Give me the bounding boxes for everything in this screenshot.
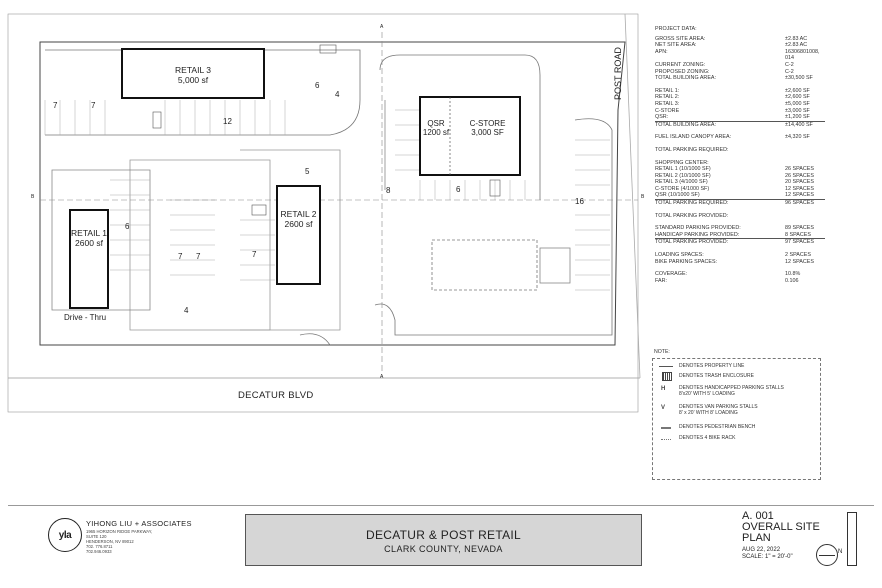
qsr-label: QSR 1200 sf xyxy=(421,119,451,137)
data-row: RETAIL 1:±2,600 SF xyxy=(655,87,810,94)
legend-van: DENOTES VAN PARKING STALLS 8' x 20' WITH… xyxy=(679,404,758,416)
trash-enclosure-icon xyxy=(662,372,672,381)
data-row: TOTAL BUILDING AREA:±30,500 SF xyxy=(655,75,813,82)
provided-heading: TOTAL PARKING PROVIDED: xyxy=(655,212,729,219)
retail-1-name: RETAIL 1 xyxy=(71,228,107,238)
retail-2-label: RETAIL 2 2600 sf xyxy=(277,209,320,229)
stall-count: 7 xyxy=(178,252,183,261)
decatur-blvd-label: DECATUR BLVD xyxy=(238,390,314,401)
data-row: RETAIL 1 (10/1000 SF)26 SPACES xyxy=(655,166,814,173)
retail-2-name: RETAIL 2 xyxy=(280,209,317,219)
north-arrow-icon xyxy=(816,544,838,566)
cstore-area: 3,000 SF xyxy=(471,128,504,137)
shopping-center-heading: SHOPPING CENTER: xyxy=(655,159,709,166)
data-row: TOTAL PARKING REQUIRED:96 SPACES xyxy=(655,200,814,207)
data-row: RETAIL 2:±2,600 SF xyxy=(655,94,810,101)
data-row: RETAIL 3 (4/1000 SF)20 SPACES xyxy=(655,179,814,186)
data-row: FAR:0.106 xyxy=(655,277,799,284)
legend-property-line: DENOTES PROPERTY LINE xyxy=(679,363,745,369)
property-line-icon xyxy=(659,366,673,367)
data-row: TOTAL PARKING PROVIDED:97 SPACES xyxy=(655,239,814,246)
data-row: C-STORE±3,000 SF xyxy=(655,107,810,114)
title-block-rule xyxy=(8,505,874,506)
required-heading: TOTAL PARKING REQUIRED: xyxy=(655,146,729,153)
sheet-edge-tab xyxy=(847,512,857,566)
retail-3-name: RETAIL 3 xyxy=(175,65,211,75)
legend-trash-enclosure: DENOTES TRASH ENCLOSURE xyxy=(679,373,754,379)
data-row: GROSS SITE AREA:±2.83 AC xyxy=(655,35,808,42)
section-mark-a-top: A xyxy=(380,24,384,30)
sheet-title-line-1: OVERALL SITE xyxy=(742,521,820,533)
data-row: LOADING SPACES:2 SPACES xyxy=(655,252,811,259)
data-row: HANDICAP PARKING PROVIDED:8 SPACES xyxy=(655,232,825,240)
legend-bike-rack: DENOTES 4 BIKE RACK xyxy=(679,435,736,441)
data-row: COVERAGE:10.8% xyxy=(655,271,801,278)
cstore-label: C-STORE 3,000 SF xyxy=(455,119,520,137)
stall-count: 6 xyxy=(315,81,320,90)
qsr-area: 1200 sf xyxy=(422,128,450,137)
sheet-info: A. 001 OVERALL SITE PLAN AUG 22, 2022 SC… xyxy=(742,511,820,561)
sheet-number: A. 001 xyxy=(742,510,774,522)
data-row: RETAIL 2 (10/1000 SF)26 SPACES xyxy=(655,172,814,179)
stall-count: 8 xyxy=(386,186,391,195)
cstore-name: C-STORE xyxy=(469,119,506,128)
stall-count: 16 xyxy=(575,197,584,206)
data-row: QSR (10/1000 SF)12 SPACES xyxy=(655,192,825,201)
project-data-heading: PROJECT DATA: xyxy=(655,26,697,32)
data-row: TOTAL BUILDING AREA:±14,400 SF xyxy=(655,121,813,128)
handicap-stall-icon: H xyxy=(661,386,666,392)
firm-logo-text: yla xyxy=(58,529,72,541)
post-road-label: POST ROAD xyxy=(613,47,623,100)
project-title: DECATUR & POST RETAIL xyxy=(366,528,521,542)
data-row: FUEL ISLAND CANOPY AREA:±4,320 SF xyxy=(655,134,810,141)
north-label: N xyxy=(838,549,843,555)
retail-3-label: RETAIL 3 5,000 sf xyxy=(122,65,264,85)
data-row: APN:16306801008, 014 xyxy=(655,48,820,62)
stall-count: 7 xyxy=(53,101,58,110)
firm-logo: yla xyxy=(48,518,82,552)
firm-address: 1965 HORIZON RIDGE PARKWAY, SUITE 120 HE… xyxy=(86,529,153,554)
data-row: PROPOSED ZONING:C-2 xyxy=(655,68,794,75)
project-location: CLARK COUNTY, NEVADA xyxy=(384,544,503,554)
stall-count: 12 xyxy=(223,117,232,126)
drive-thru-label: Drive - Thru xyxy=(64,313,107,322)
stall-count: 6 xyxy=(456,185,461,194)
data-row: C-STORE (4/1000 SF)12 SPACES xyxy=(655,185,814,192)
sheet-scale: SCALE: 1" = 20'-0" xyxy=(742,554,793,560)
section-mark-a-bottom: A xyxy=(380,374,384,380)
data-row: STANDARD PARKING PROVIDED:89 SPACES xyxy=(655,225,814,232)
stall-count: 6 xyxy=(125,222,130,231)
retail-3-area: 5,000 sf xyxy=(177,74,209,85)
sheet-date: AUG 22, 2022 xyxy=(742,547,781,553)
project-title-bar: DECATUR & POST RETAIL CLARK COUNTY, NEVA… xyxy=(245,514,642,566)
stall-count: 7 xyxy=(91,101,96,110)
legend-box: DENOTES PROPERTY LINE DENOTES TRASH ENCL… xyxy=(652,358,821,480)
notes-heading: NOTE: xyxy=(654,349,670,355)
data-row: QSR:±1,200 SF xyxy=(655,114,825,122)
legend-handicap: DENOTES HANDICAPPED PARKING STALLS 8'x20… xyxy=(679,385,784,397)
firm-name: YIHONG LIU + ASSOCIATES xyxy=(86,519,192,528)
data-row: BIKE PARKING SPACES:12 SPACES xyxy=(655,258,814,265)
stall-count: 7 xyxy=(252,250,257,259)
retail-2-area: 2600 sf xyxy=(284,218,313,229)
stall-count: 4 xyxy=(184,306,189,315)
legend-bench: DENOTES PEDESTRIAN BENCH xyxy=(679,424,756,430)
data-row: NET SITE AREA:±2.83 AC xyxy=(655,42,808,49)
sheet-title-line-2: PLAN xyxy=(742,532,771,544)
qsr-name: QSR xyxy=(427,119,445,128)
project-data-block: PROJECT DATA: GROSS SITE AREA:±2.83 AC N… xyxy=(655,26,825,284)
data-row: CURRENT ZONING:C-2 xyxy=(655,61,794,68)
bike-rack-icon xyxy=(661,439,671,440)
van-stall-icon: V xyxy=(661,405,666,411)
stall-count: 4 xyxy=(335,90,340,99)
data-row: RETAIL 3:±5,000 SF xyxy=(655,100,810,107)
retail-1-label: RETAIL 1 2600 sf xyxy=(70,228,108,248)
bench-icon xyxy=(661,427,671,429)
section-mark-b-right: B xyxy=(641,194,645,200)
section-mark-b-left: B xyxy=(31,194,35,200)
stall-count: 7 xyxy=(196,252,201,261)
stall-count: 5 xyxy=(305,167,310,176)
retail-1-area: 2600 sf xyxy=(75,237,103,248)
